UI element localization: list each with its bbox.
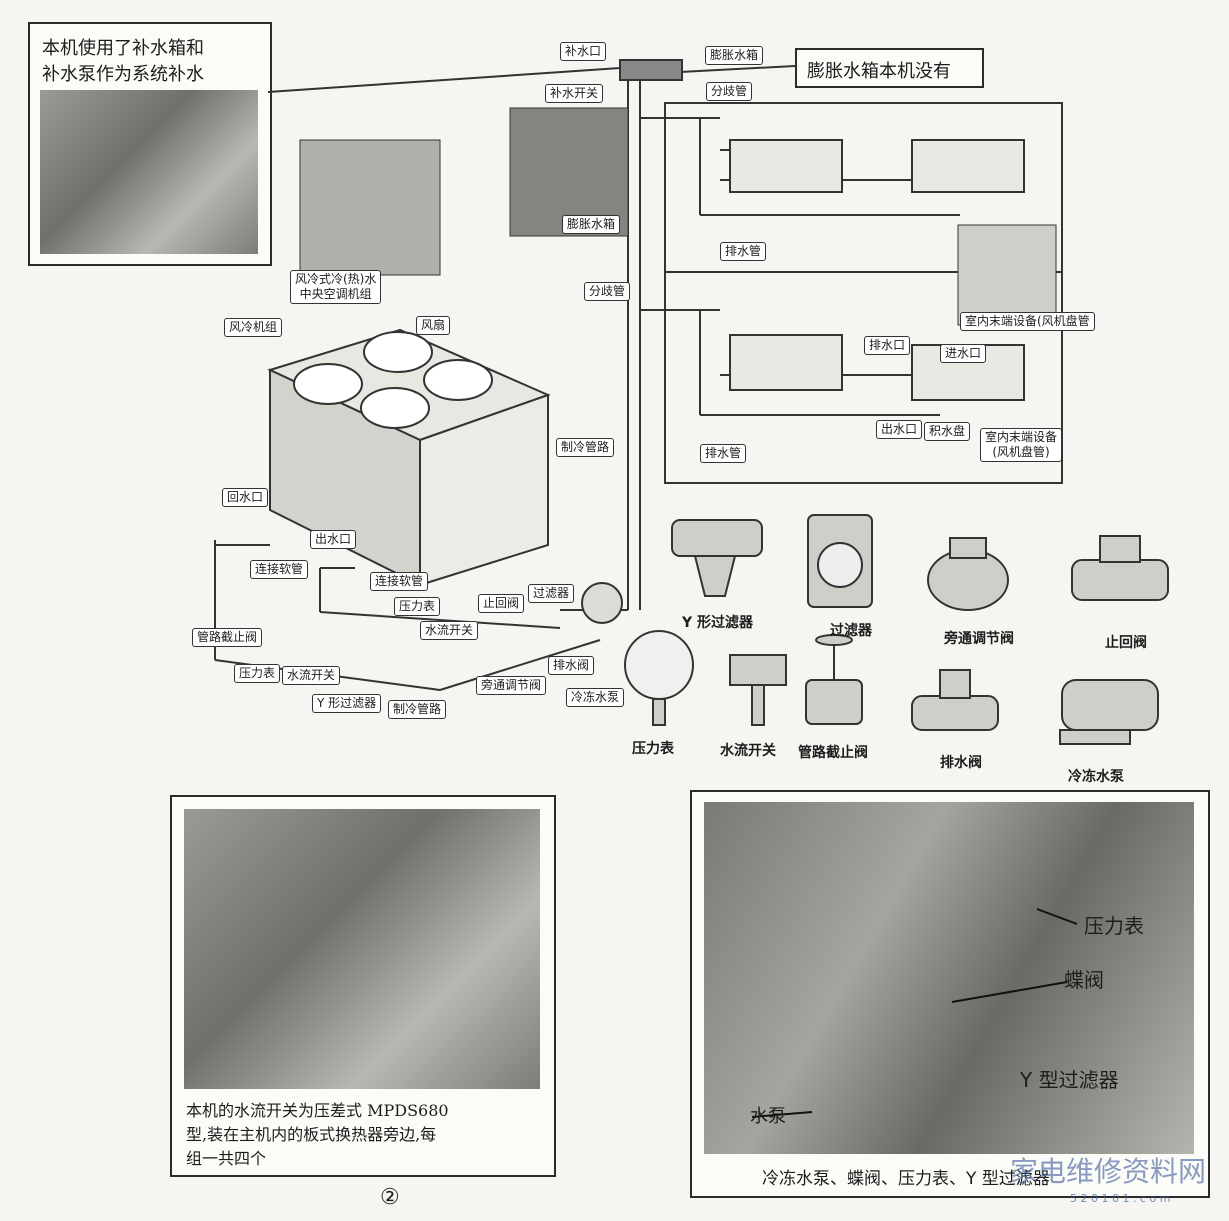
component-y-filter: Y 形过滤器 bbox=[682, 615, 754, 631]
label-butterfly-valve-photo: 蝶阀 bbox=[1064, 968, 1104, 992]
watermark-logo: 家电维修资料网 bbox=[1010, 1155, 1207, 1188]
label-filter-small: 过滤器 bbox=[528, 584, 575, 603]
label-makeup-inlet: 补水口 bbox=[560, 42, 607, 61]
watermark-url: 5 2 0 1 0 1 . c o m bbox=[1070, 1192, 1171, 1205]
label-flex-hose-2: 连接软管 bbox=[370, 572, 429, 591]
component-check-valve: 止回阀 bbox=[1105, 635, 1147, 651]
chiller-label-line2: 中央空调机组 bbox=[299, 287, 372, 301]
label-pressure-gauge-small: 压力表 bbox=[394, 597, 441, 616]
component-pressure-gauge: 压力表 bbox=[632, 741, 674, 757]
label-outlet: 出水口 bbox=[310, 530, 357, 549]
component-filter: 过滤器 bbox=[830, 623, 872, 639]
label-branch-pipe-2: 分歧管 bbox=[584, 282, 631, 301]
makeup-water-note-box: 本机使用了补水箱和 补水泵作为系统补水 bbox=[28, 22, 272, 266]
indoor-unit-2-line1: 室内末端设备 bbox=[985, 430, 1058, 444]
label-pump-photo: 水泵 bbox=[750, 1106, 786, 1127]
expansion-note-text: 膨胀水箱本机没有 bbox=[807, 61, 951, 82]
expansion-tank-note: 膨胀水箱本机没有 bbox=[795, 48, 984, 88]
label-drain-pipe-1: 排水管 bbox=[720, 242, 767, 261]
label-expansion-tank: 膨胀水箱 bbox=[562, 215, 621, 234]
pump-room-caption: 冷冻水泵、蝶阀、压力表、Y 型过滤器 bbox=[762, 1169, 1050, 1189]
page-number-mark: ② bbox=[380, 1185, 400, 1210]
label-chilled-pump-small: 冷冻水泵 bbox=[566, 688, 625, 707]
makeup-note-line2: 补水泵作为系统补水 bbox=[42, 64, 204, 85]
flow-switch-caption-line2: 型,装在主机内的板式换热器旁边,每 bbox=[186, 1125, 437, 1144]
label-drain-pipe-2: 排水管 bbox=[700, 444, 747, 463]
label-branch-pipe-1: 分歧管 bbox=[706, 82, 753, 101]
label-bypass-valve-small: 旁通调节阀 bbox=[476, 676, 547, 695]
flow-switch-caption-line1: 本机的水流开关为压差式 MPDS680 bbox=[186, 1101, 449, 1120]
label-flow-switch-small-2: 水流开关 bbox=[282, 666, 341, 685]
chiller-label: 风冷式冷(热)水 中央空调机组 bbox=[290, 270, 382, 304]
label-drain-outlet: 排水口 bbox=[864, 336, 911, 355]
note-pointer-line bbox=[267, 67, 621, 93]
label-y-filter-small: Y 形过滤器 bbox=[312, 694, 382, 713]
label-makeup-switch: 补水开关 bbox=[545, 84, 604, 103]
expansion-pointer-line bbox=[679, 65, 796, 73]
component-flow-switch: 水流开关 bbox=[720, 743, 776, 759]
indoor-unit-2-line2: (风机盘管) bbox=[992, 445, 1050, 459]
label-flow-switch-small-1: 水流开关 bbox=[420, 621, 479, 640]
flow-switch-photo bbox=[184, 809, 540, 1089]
label-pipe-stop-valve: 管路截止阀 bbox=[192, 628, 263, 647]
pump-room-arrows bbox=[751, 908, 1078, 1118]
component-chilled-pump: 冷冻水泵 bbox=[1068, 769, 1124, 785]
label-refrigerant-pipe-1: 制冷管路 bbox=[556, 438, 615, 457]
makeup-tank-photo bbox=[40, 90, 258, 254]
label-drain-valve-small: 排水阀 bbox=[548, 656, 595, 675]
component-drain-valve: 排水阀 bbox=[940, 755, 982, 771]
indoor-system-frame bbox=[664, 102, 1063, 484]
makeup-note-line1: 本机使用了补水箱和 bbox=[42, 38, 204, 59]
label-refrigerant-pipe-2: 制冷管路 bbox=[388, 700, 447, 719]
label-return-inlet: 回水口 bbox=[222, 488, 269, 507]
label-water-outlet-right: 出水口 bbox=[876, 420, 923, 439]
label-fan: 风扇 bbox=[416, 316, 451, 335]
label-pressure-gauge-small-2: 压力表 bbox=[234, 664, 281, 683]
label-drip-tray: 积水盘 bbox=[924, 422, 971, 441]
label-y-filter-photo: Y 型过滤器 bbox=[1020, 1068, 1119, 1092]
label-air-cooled-unit: 风冷机组 bbox=[224, 318, 283, 337]
component-bypass-valve: 旁通调节阀 bbox=[944, 631, 1014, 647]
component-stop-valve: 管路截止阀 bbox=[798, 745, 868, 761]
flow-switch-caption-line3: 组一共四个 bbox=[186, 1149, 267, 1168]
chiller-label-line1: 风冷式冷(热)水 bbox=[295, 272, 377, 286]
pump-room-photo bbox=[704, 802, 1194, 1154]
flow-switch-photo-box: 本机的水流开关为压差式 MPDS680 型,装在主机内的板式换热器旁边,每 组一… bbox=[170, 795, 556, 1177]
label-indoor-unit-1: 室内末端设备(风机盘管 bbox=[960, 312, 1095, 331]
label-water-inlet: 进水口 bbox=[940, 344, 987, 363]
label-pressure-gauge-photo: 压力表 bbox=[1084, 914, 1144, 938]
pump-room-photo-box: 压力表 蝶阀 Y 型过滤器 水泵 冷冻水泵、蝶阀、压力表、Y 型过滤器 bbox=[690, 790, 1210, 1198]
label-expansion-tank-small: 膨胀水箱 bbox=[705, 46, 764, 65]
label-flex-hose-1: 连接软管 bbox=[250, 560, 309, 579]
label-indoor-unit-2: 室内末端设备 (风机盘管) bbox=[980, 428, 1063, 462]
label-check-valve-small: 止回阀 bbox=[478, 594, 525, 613]
